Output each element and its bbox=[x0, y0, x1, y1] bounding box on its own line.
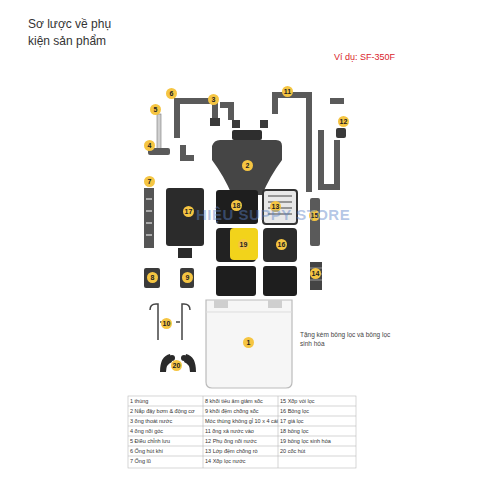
table-cell-slot: 18 bông lọc bbox=[280, 426, 353, 436]
table-cell-slot: Móc thùng không gỉ 10 x 4 cái bbox=[205, 416, 278, 426]
callout-number: 19 bbox=[238, 239, 249, 250]
table-cell: 18 bông lọc bbox=[280, 426, 353, 436]
table-cell-slot: 8 khối tiêu âm giảm sốc bbox=[205, 396, 278, 406]
callout-number: 14 bbox=[310, 268, 321, 279]
table-cell-slot: 5 Điều chỉnh lưu bbox=[130, 436, 203, 446]
table-cell: 20 cốc hút bbox=[280, 446, 353, 456]
filter-tank bbox=[206, 300, 292, 388]
table-cell-slot: 3 ống thoát nước bbox=[130, 416, 203, 426]
table-cell: 8 khối tiêu âm giảm sốc bbox=[205, 396, 278, 406]
note-text-slot: Tặng kèm bông lọc và bông lọc sinh hóa bbox=[300, 330, 396, 348]
callout-number-slot: 14 bbox=[310, 268, 321, 279]
strainer-sponge bbox=[310, 262, 322, 290]
table-cell: 9 khối đệm chống sốc bbox=[205, 406, 278, 416]
callout-number: 12 bbox=[338, 116, 349, 127]
callout-number-slot: 19 bbox=[238, 239, 249, 250]
callout-number: 1 bbox=[243, 337, 254, 348]
overflow-pipe bbox=[144, 188, 154, 248]
callout-number-slot: 20 bbox=[171, 360, 182, 371]
table-cell-slot: 2 Nắp đậy bơm & động cơ bbox=[130, 406, 203, 416]
page-title-slot: Sơ lược về phụ kiện sản phẩm bbox=[28, 16, 124, 50]
callout-number-slot: 2 bbox=[242, 160, 253, 171]
note-text: Tặng kèm bông lọc và bông lọc sinh hóa bbox=[300, 330, 396, 348]
callout-number-slot: 5 bbox=[150, 104, 161, 115]
page-title: Sơ lược về phụ kiện sản phẩm bbox=[28, 16, 124, 50]
callout-number: 9 bbox=[182, 272, 193, 283]
callout-number: 7 bbox=[144, 176, 155, 187]
table-cell-slot: 9 khối đệm chống sốc bbox=[205, 406, 278, 416]
watermark: HIỆU SUPPY STORE bbox=[196, 206, 396, 223]
table-cell: 13 Lớp đệm chống rò bbox=[205, 446, 278, 456]
table-cell-slot: 1 thùng bbox=[130, 396, 203, 406]
pump-head bbox=[212, 140, 282, 195]
model-note-slot: Ví dụ: SF-350F bbox=[334, 52, 424, 62]
callout-number-slot: 3 bbox=[208, 94, 219, 105]
table-cell-slot: 14 Xốp lọc nước bbox=[205, 456, 278, 466]
table-cell: Móc thùng không gỉ 10 x 4 cái bbox=[205, 416, 278, 426]
callout-number: 11 bbox=[282, 86, 293, 97]
table-cell: 7 Ống lũ bbox=[130, 456, 203, 466]
table-cell: 14 Xốp lọc nước bbox=[205, 456, 278, 466]
bio-sponge bbox=[230, 228, 258, 260]
callout-number: 6 bbox=[166, 88, 177, 99]
callout-number-slot: 11 bbox=[282, 86, 293, 97]
callout-number-slot: 4 bbox=[144, 140, 155, 151]
table-cell-slot: 6 Ống hút khí bbox=[130, 446, 203, 456]
table-cell-slot: 16 Bông lọc bbox=[280, 406, 353, 416]
table-cell: 12 Phụ ống nối nước bbox=[205, 436, 278, 446]
sponge-block bbox=[263, 266, 297, 296]
watermark-slot: HIỆU SUPPY STORE bbox=[196, 206, 396, 223]
callout-number-slot: 17 bbox=[183, 206, 194, 217]
callout-number-slot: 10 bbox=[161, 318, 172, 329]
sponge-block bbox=[216, 266, 256, 296]
callout-number: 20 bbox=[171, 360, 182, 371]
callout-number: 4 bbox=[144, 140, 155, 151]
callout-number: 8 bbox=[147, 272, 158, 283]
callout-number-slot: 6 bbox=[166, 88, 177, 99]
callout-number-slot: 12 bbox=[338, 116, 349, 127]
suction-cups bbox=[160, 354, 196, 372]
table-cell: 11 ống xả nước vào bbox=[205, 426, 278, 436]
callout-number: 16 bbox=[276, 239, 287, 250]
damper-block bbox=[180, 268, 194, 288]
table-cell-slot: 7 Ống lũ bbox=[130, 456, 203, 466]
table-cell-slot: 17 giá lọc bbox=[280, 416, 353, 426]
table-cell-slot: 13 Lớp đệm chống rò bbox=[205, 446, 278, 456]
table-cell: 5 Điều chỉnh lưu bbox=[130, 436, 203, 446]
filter-sponge bbox=[263, 228, 297, 262]
callout-number: 10 bbox=[161, 318, 172, 329]
table-cell: 4 ống nối góc bbox=[130, 426, 203, 436]
table-cell-slot: 11 ống xả nước vào bbox=[205, 426, 278, 436]
table-cell: 1 thùng bbox=[130, 396, 203, 406]
callout-number: 17 bbox=[183, 206, 194, 217]
callout-number-slot: 9 bbox=[182, 272, 193, 283]
callout-number: 3 bbox=[208, 94, 219, 105]
callout-number: 5 bbox=[150, 104, 161, 115]
callout-number-slot: 8 bbox=[147, 272, 158, 283]
table-cell-slot: 15 Xốp vòi lọc bbox=[280, 396, 353, 406]
model-note: Ví dụ: SF-350F bbox=[334, 52, 424, 62]
table-cell: 17 giá lọc bbox=[280, 416, 353, 426]
table-cell: 2 Nắp đậy bơm & động cơ bbox=[130, 406, 203, 416]
table-cell: 19 bông lọc sinh hóa bbox=[280, 436, 353, 446]
table-cell: 16 Bông lọc bbox=[280, 406, 353, 416]
table-cell-slot: 19 bông lọc sinh hóa bbox=[280, 436, 353, 446]
callout-number-slot: 1 bbox=[243, 337, 254, 348]
damper-block bbox=[144, 268, 160, 288]
callout-number-slot: 7 bbox=[144, 176, 155, 187]
table-cell: 6 Ống hút khí bbox=[130, 446, 203, 456]
callout-number: 2 bbox=[242, 160, 253, 171]
table-cell-slot: 12 Phụ ống nối nước bbox=[205, 436, 278, 446]
table-cell: 3 ống thoát nước bbox=[130, 416, 203, 426]
hooks bbox=[150, 304, 190, 340]
callout-number-slot: 16 bbox=[276, 239, 287, 250]
parts-table bbox=[128, 396, 356, 468]
table-cell-slot: 20 cốc hút bbox=[280, 446, 353, 456]
table-cell: 15 Xốp vòi lọc bbox=[280, 396, 353, 406]
table-cell-slot: 4 ống nối góc bbox=[130, 426, 203, 436]
